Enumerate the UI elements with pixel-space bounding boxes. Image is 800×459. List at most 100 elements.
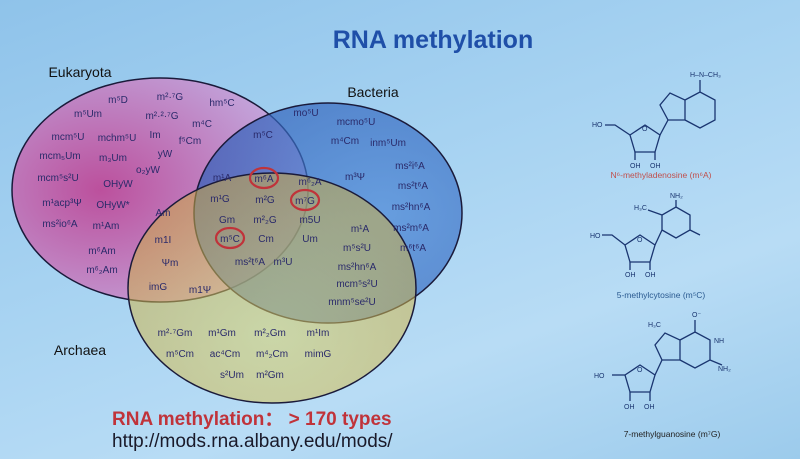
structure-name-m7G: 7-methylguanosine (m⁷G) [624, 429, 721, 439]
svg-text:OH: OH [624, 404, 635, 411]
modification-label-archaea-only: m⁴₂Cm [256, 349, 288, 360]
modification-label-archaea-only: mimG [305, 349, 332, 360]
svg-text:OH: OH [650, 163, 661, 170]
summary-text: RNA methylation： > 170 types [112, 409, 392, 430]
svg-text:O: O [642, 126, 648, 133]
modification-label-bacteria-archaea: mcm⁵s²U [336, 279, 377, 290]
modification-label-eukaryota-only: o₂yW [136, 165, 160, 176]
modification-label-eukaryota-only: m²·⁷G [157, 92, 184, 103]
svg-text:O: O [637, 367, 643, 374]
svg-text:H–N–CH₃: H–N–CH₃ [690, 72, 721, 79]
modification-label-bacteria-only: inm⁵Um [370, 138, 406, 149]
modification-label-bacteria-only: mo⁵U [293, 108, 318, 119]
svg-text:H₃C: H₃C [634, 205, 647, 212]
svg-text:NH₂: NH₂ [718, 366, 731, 373]
modification-label-eukaryota-only: m¹Am [93, 221, 120, 232]
svg-text:O: O [637, 237, 643, 244]
svg-text:HO: HO [590, 233, 601, 240]
modification-label-eukaryota-bacteria: m⁵C [253, 130, 273, 141]
structure-name-m5C: 5-methylcytosine (m⁵C) [617, 290, 706, 300]
svg-text:NH: NH [714, 338, 724, 345]
modification-label-eukaryota-only: mcm⁵U [51, 132, 84, 143]
modification-label-bacteria-only: m⁶t⁶A [400, 243, 426, 254]
modification-label-bacteria-only: ms²hn⁶A [392, 202, 431, 213]
svg-text:HO: HO [594, 373, 605, 380]
modification-label-all-three: m⁶₂A [299, 177, 322, 188]
modification-label-all-three: Gm [219, 215, 235, 226]
modification-label-all-three: m⁷G [295, 196, 315, 207]
modification-label-eukaryota-only: m⁶₂Am [86, 265, 117, 276]
database-url[interactable]: http://mods.rna.albany.edu/mods/ [112, 431, 393, 452]
structure-m6A: O HO OH OH H–N–CH₃ [592, 72, 721, 170]
modification-label-archaea-only: m¹Gm [208, 328, 236, 339]
modification-label-all-three: m²G [255, 195, 275, 206]
svg-text:H₃C: H₃C [648, 322, 661, 329]
modification-label-eukaryota-only: OHyW [103, 179, 133, 190]
region-label-bacteria: Bacteria [347, 84, 399, 100]
modification-label-eukaryota-archaea: Am [156, 208, 171, 219]
modification-label-all-three: m³U [274, 257, 293, 268]
modification-label-archaea-only: m²·⁷Gm [158, 328, 193, 339]
slide-title: RNA methylation [332, 26, 534, 54]
modification-label-archaea-only: m¹Im [307, 328, 330, 339]
modification-label-eukaryota-only: hm⁵C [209, 98, 234, 109]
modification-label-eukaryota-only: f⁵Cm [179, 136, 201, 147]
highlight-circle [289, 188, 321, 212]
modification-label-eukaryota-only: mcm⁵s²U [37, 173, 78, 184]
modification-label-bacteria-only: ms²m⁶A [393, 223, 429, 234]
svg-text:OH: OH [645, 272, 656, 279]
modification-label-archaea-only: m⁵Cm [166, 349, 194, 360]
modification-label-eukaryota-only: mcm₅Um [39, 151, 80, 162]
svg-text:OH: OH [630, 163, 641, 170]
modification-label-archaea-only: m²Gm [256, 370, 284, 381]
structure-m7G: O HO OH OH H₃C O⁻ NH NH₂ [594, 312, 731, 411]
modification-label-eukaryota-archaea: m1Ψ [189, 285, 211, 296]
modification-label-all-three: m⁵C [220, 234, 240, 245]
modification-label-eukaryota-archaea: m1I [155, 235, 172, 246]
highlight-circle [214, 226, 246, 250]
modification-label-eukaryota-only: Im [149, 130, 160, 141]
archaea-ellipse [127, 172, 417, 404]
svg-text:NH₂: NH₂ [670, 193, 683, 200]
svg-text:O⁻: O⁻ [692, 312, 701, 319]
modification-label-eukaryota-only: m⁴C [192, 119, 212, 130]
svg-text:HO: HO [592, 122, 603, 129]
modification-label-all-three: ms²t⁶A [235, 257, 266, 268]
modification-label-all-three: m5U [299, 215, 320, 226]
modification-label-archaea-only: s²Um [220, 370, 244, 381]
modification-label-eukaryota-only: mchm⁵U [98, 133, 137, 144]
modification-label-all-three: m¹G [210, 194, 230, 205]
modification-label-eukaryota-archaea: imG [149, 282, 168, 293]
modification-label-all-three: m¹A [213, 173, 232, 184]
structure-name-m6A: N⁶-methyladenosine (m⁶A) [610, 170, 711, 180]
modification-label-bacteria-archaea: mnm⁵se²U [328, 297, 375, 308]
modification-label-eukaryota-only: m²·²·⁷G [145, 111, 178, 122]
modification-label-bacteria-archaea: m¹A [351, 224, 370, 235]
modification-label-bacteria-archaea: m⁵s²U [343, 243, 371, 254]
svg-text:OH: OH [625, 272, 636, 279]
modification-label-bacteria-only: m³Ψ [345, 172, 365, 183]
modification-label-bacteria-archaea: ms²hn⁶A [338, 262, 377, 273]
modification-label-eukaryota-only: m⁶Am [88, 246, 115, 257]
structure-m5C: O HO OH OH H₃C NH₂ [590, 193, 701, 279]
highlight-circle [248, 166, 280, 190]
svg-text:OH: OH [644, 404, 655, 411]
modification-label-all-three: Um [302, 234, 318, 245]
modification-label-eukaryota-only: m₃Um [99, 153, 127, 164]
modification-label-bacteria-only: m⁴Cm [331, 136, 359, 147]
modification-label-eukaryota-only: m¹acp³Ψ [42, 198, 81, 209]
modification-label-bacteria-only: ms²t⁶A [398, 181, 429, 192]
modification-label-bacteria-only: mcmo⁵U [337, 117, 376, 128]
modification-label-archaea-only: m²₂Gm [254, 328, 286, 339]
modification-label-eukaryota-only: m⁵Um [74, 109, 102, 120]
modification-label-eukaryota-only: ms²io⁶A [42, 219, 78, 230]
region-label-eukaryota: Eukaryota [48, 64, 111, 80]
region-label-archaea: Archaea [54, 342, 106, 358]
modification-label-all-three: Cm [258, 234, 274, 245]
modification-label-all-three: m⁶A [254, 174, 273, 185]
modification-label-eukaryota-only: OHyW* [96, 200, 129, 211]
modification-label-eukaryota-archaea: Ψm [162, 258, 179, 269]
modification-label-archaea-only: ac⁴Cm [210, 349, 240, 360]
modification-label-eukaryota-only: yW [158, 149, 173, 160]
